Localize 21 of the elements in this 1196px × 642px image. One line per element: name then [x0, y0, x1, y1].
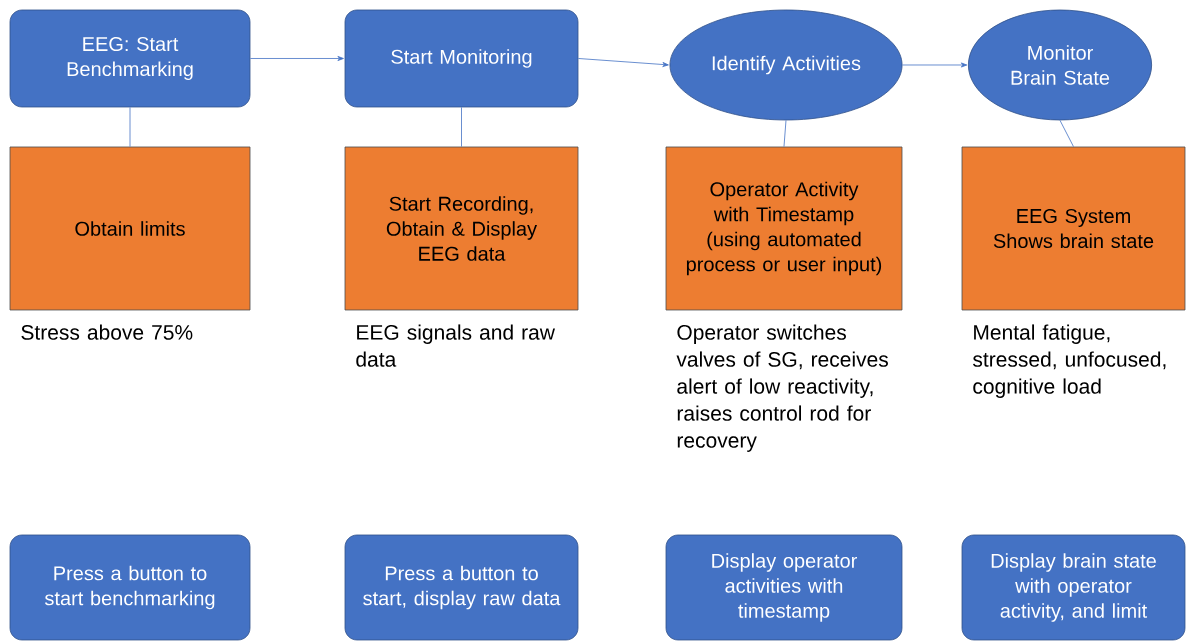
process-box: Display operator activities with timestamp	[665, 534, 903, 641]
step-box: EEG System Shows brain state	[961, 146, 1186, 311]
process-box: EEG: Start Benchmarking	[9, 9, 251, 108]
note-text: Operator switches valves of SG, receives alert of low reactivity, raises control rod for recovery	[676, 324, 888, 452]
connector-line	[783, 120, 787, 147]
process-box: Press a button to start, display raw data	[344, 534, 579, 641]
connector-line	[129, 107, 131, 147]
step-box: Operator Activity with Timestamp (using automated process or user input)	[665, 146, 903, 311]
process-box: Start Monitoring	[344, 9, 579, 108]
process-box: Display brain state with operator activity, and limit	[961, 534, 1186, 641]
arrow	[902, 62, 968, 68]
step-box: Obtain limits	[9, 146, 251, 311]
connector-line	[461, 107, 462, 147]
process-box: Press a button to start benchmarking	[9, 534, 251, 641]
arrow	[250, 56, 344, 61]
note-text: Mental fatigue, stressed, unfocused, cognitive load	[973, 324, 1166, 398]
connector-line	[1059, 120, 1074, 147]
note-text: Stress above 75%	[21, 324, 193, 340]
note-text: EEG signals and raw data	[356, 324, 555, 367]
step-box: Start Recording, Obtain & Display EEG data	[344, 146, 579, 311]
arrow	[578, 58, 669, 67]
